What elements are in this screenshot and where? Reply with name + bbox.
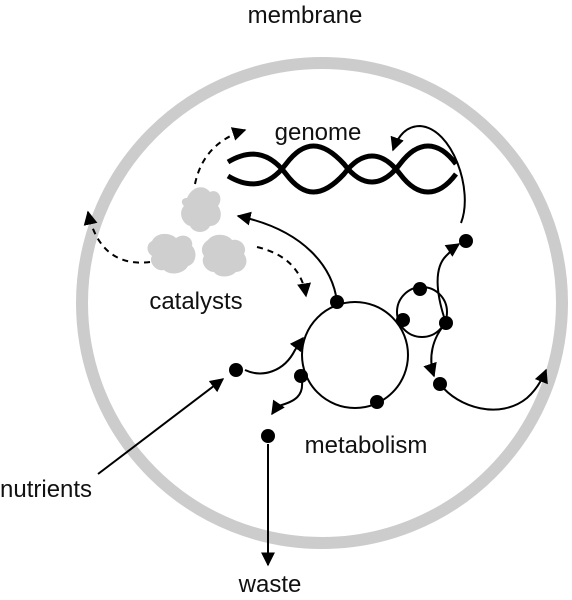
membrane-ring bbox=[76, 57, 568, 549]
membrane-label: membrane bbox=[248, 2, 363, 29]
metabolic-flow-arrows bbox=[97, 124, 548, 567]
waste-node bbox=[261, 429, 275, 443]
genome-label: genome bbox=[275, 119, 362, 146]
metabolite-node bbox=[413, 282, 427, 296]
catalysis-dashed-arrows bbox=[83, 127, 311, 298]
metabolite-node bbox=[396, 313, 410, 327]
metabolism-cycle-large bbox=[301, 301, 409, 409]
catalysts-label: catalysts bbox=[149, 288, 242, 315]
nutrient-node bbox=[229, 363, 243, 377]
genome-helix-icon bbox=[226, 143, 458, 195]
metabolite-node bbox=[459, 234, 473, 248]
nutrients-label: nutrients bbox=[0, 476, 92, 503]
metabolism-label: metabolism bbox=[305, 432, 428, 459]
catalyst-proteins-icon bbox=[147, 187, 247, 277]
waste-label: waste bbox=[238, 571, 302, 598]
metabolite-node bbox=[370, 395, 384, 409]
